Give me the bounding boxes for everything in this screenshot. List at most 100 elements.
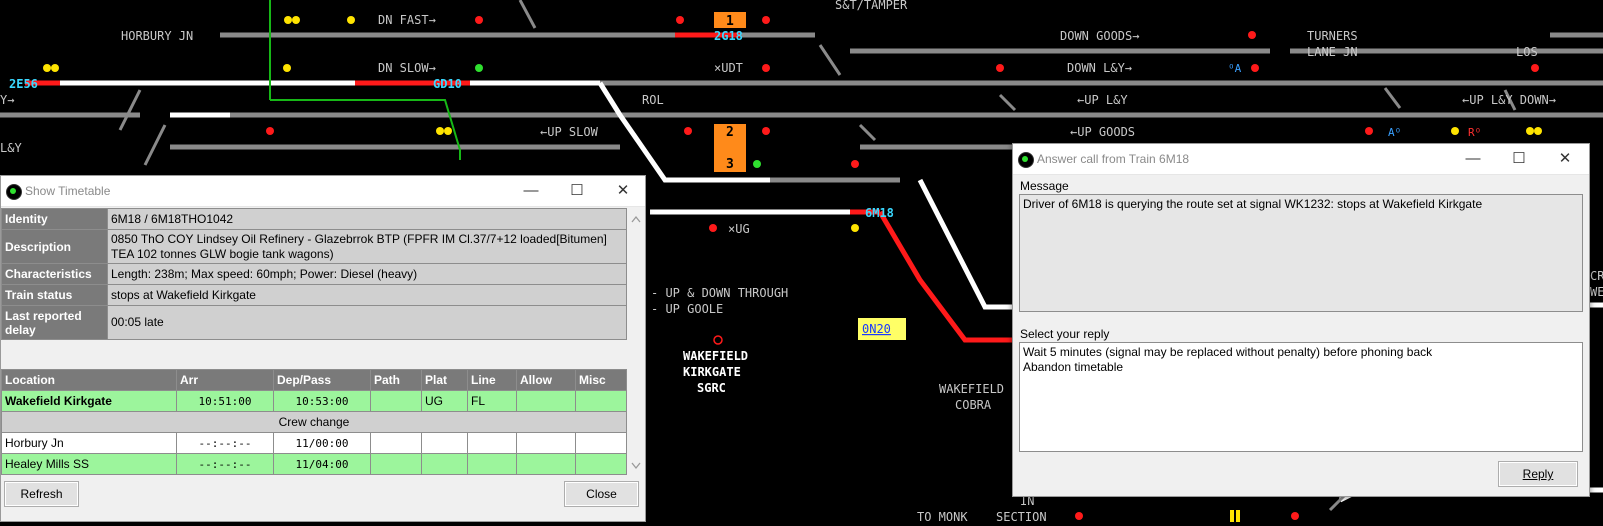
route-indicators: Aᴼ Rᴼ ᴼA [1228, 62, 1481, 139]
table-row[interactable]: Healey Mills SS --:--:-- 11/04:00 [1, 453, 627, 475]
label-st-tamper: S&T/TAMPER [835, 0, 908, 12]
label-sgrc: SGRC [697, 381, 726, 395]
berth-0n20-box [858, 318, 906, 340]
close-window-button[interactable]: ✕ [1558, 150, 1572, 167]
signal-heads [43, 16, 1542, 522]
green-lines [269, 0, 461, 160]
crossovers [118, 0, 1517, 512]
label-to-monk: TO MONK [917, 510, 968, 524]
reply-option[interactable]: Abandon timetable [1023, 360, 1124, 374]
timetable-scrollbar[interactable] [628, 208, 644, 476]
track-lines [0, 32, 1603, 183]
answer-call-window: Answer call from Train 6M18 — ☐ ✕ Messag… [1012, 143, 1590, 497]
platform-numbers: 1 2 3 [726, 14, 734, 172]
label-y: Y→ [0, 93, 14, 107]
info-value: Length: 238m; Max speed: 60mph; Power: D… [107, 263, 627, 285]
occupied-track [25, 32, 1012, 343]
row-plat [421, 432, 468, 454]
label-ly: L&Y [0, 141, 22, 155]
lower-labels: WAKEFIELD COBRA TO MONK SECTION IN [917, 382, 1047, 524]
station-labels: WAKEFIELD KIRKGATE SGRC [683, 349, 748, 395]
info-value: 0850 ThO COY Lindsey Oil Refinery - Glaz… [107, 229, 627, 264]
row-arr: 10:51:00 [176, 390, 274, 412]
platform-3: 3 [726, 157, 734, 172]
row-dep: 11/00:00 [273, 432, 371, 454]
label-up-slow: ←UP SLOW [540, 125, 599, 139]
row-line: FL [467, 390, 517, 412]
row-arr: --:--:-- [176, 453, 274, 475]
info-key: Characteristics [1, 263, 108, 285]
platform-blocks [714, 12, 746, 172]
reply-button[interactable]: Reply [1498, 461, 1578, 487]
col-arr: Arr [176, 369, 274, 391]
berth-6m18: 6M18 [865, 206, 894, 220]
col-plat: Plat [421, 369, 468, 391]
row-allow [516, 453, 576, 475]
row-plat [421, 453, 468, 475]
close-window-button[interactable]: ✕ [616, 182, 630, 199]
info-key: Description [1, 229, 108, 264]
col-allow: Allow [516, 369, 576, 391]
row-misc [575, 432, 627, 454]
minimize-button[interactable]: — [1465, 150, 1481, 167]
row-path [370, 432, 422, 454]
row-location: Healey Mills SS [1, 453, 177, 475]
label-lane-jn: LANE JN [1307, 45, 1358, 59]
message-box: Driver of 6M18 is querying the route set… [1019, 194, 1583, 312]
label-down-goods: DOWN GOODS→ [1060, 29, 1139, 43]
label-cro: CRO [1590, 269, 1603, 283]
table-row[interactable]: Wakefield Kirkgate 10:51:00 10:53:00 UG … [1, 390, 627, 412]
info-value: 6M18 / 6M18THO1042 [107, 208, 627, 230]
info-value: 00:05 late [107, 305, 627, 340]
label-up-goods: ←UP GOODS [1070, 125, 1135, 139]
call-title: Answer call from Train 6M18 [1037, 152, 1190, 166]
berth-2g18: 2G18 [714, 29, 743, 43]
col-path: Path [370, 369, 422, 391]
label-dn-fast: DN FAST→ [378, 13, 436, 27]
close-button[interactable]: Close [564, 481, 639, 507]
app-icon [1018, 152, 1034, 168]
berth-0n20: 0N20 [862, 322, 891, 336]
app-icon [6, 184, 22, 200]
refresh-button[interactable]: Refresh [4, 481, 79, 507]
message-label: Message [1020, 179, 1069, 193]
row-plat: UG [421, 390, 468, 412]
reply-list[interactable]: Wait 5 minutes (signal may be replaced w… [1019, 342, 1583, 452]
maximize-button[interactable]: ☐ [1512, 150, 1526, 167]
reply-label: Select your reply [1020, 327, 1110, 341]
label-rol: ROL [642, 93, 664, 107]
col-dep: Dep/Pass [273, 369, 371, 391]
label-cobra: COBRA [955, 398, 992, 412]
train-berths: 2E56 GD10 2G18 6M18 [9, 29, 894, 220]
scroll-arrows-icon [631, 215, 641, 470]
col-location: Location [1, 369, 177, 391]
row-arr: --:--:-- [176, 432, 274, 454]
row-misc [575, 390, 627, 412]
row-dep: 11/04:00 [273, 453, 371, 475]
schedule-table: Location Arr Dep/Pass Path Plat Line All… [1, 369, 627, 475]
crew-change-row: Crew change [1, 411, 627, 433]
maximize-button[interactable]: ☐ [570, 182, 584, 199]
map-labels: HORBURY JN DN FAST→ DN SLOW→ S&T/TAMPER … [0, 0, 1603, 316]
table-row[interactable]: Horbury Jn --:--:-- 11/00:00 [1, 432, 627, 454]
label-up-goole: - UP GOOLE [651, 302, 723, 316]
indicator-oa: ᴼA [1228, 62, 1242, 75]
row-path [370, 390, 422, 412]
label-up-ly: ←UP L&Y [1077, 93, 1128, 107]
reply-option[interactable]: Wait 5 minutes (signal may be replaced w… [1023, 345, 1433, 359]
row-location: Horbury Jn [1, 432, 177, 454]
row-misc [575, 453, 627, 475]
row-allow [516, 390, 576, 412]
col-misc: Misc [575, 369, 627, 391]
call-titlebar[interactable]: Answer call from Train 6M18 — ☐ ✕ [1013, 144, 1589, 175]
berth-gd10: GD10 [433, 77, 462, 91]
minimize-button[interactable]: — [523, 182, 539, 199]
label-up-down-through: - UP & DOWN THROUGH [651, 286, 788, 300]
label-wakefield: WAKEFIELD [683, 349, 748, 363]
timetable-titlebar[interactable]: Show Timetable — ☐ ✕ [1, 176, 645, 207]
label-udt: ×UDT [714, 61, 743, 75]
